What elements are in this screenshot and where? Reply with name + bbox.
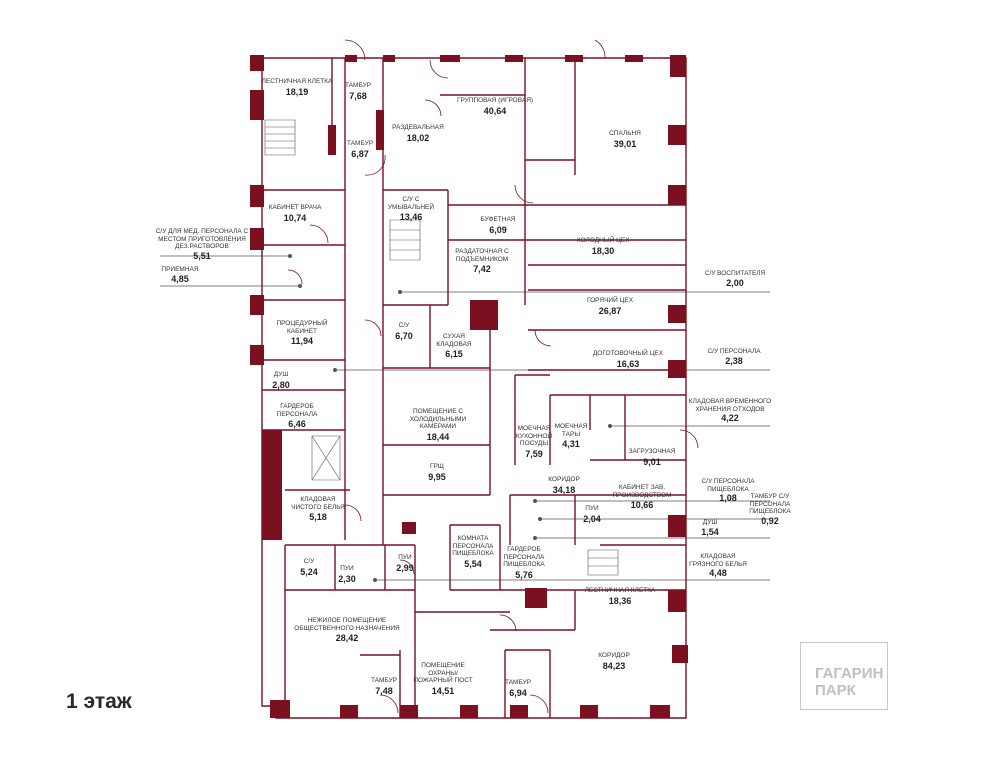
room-garderob1: Гардероб персонала6,46 — [276, 403, 318, 429]
room-goryach: Горячий цех26,87 — [586, 297, 634, 316]
side-su-pers: С/У персонала2,38 — [707, 348, 761, 366]
floor-label: 1 этаж — [66, 690, 132, 713]
side-su-pish: С/У персонала пищеблока1,08 — [701, 478, 755, 503]
room-tambur3: Тамбур7,48 — [370, 677, 398, 696]
side-tambur-su: Тамбур С/У персонала пищеблока0,92 — [749, 493, 791, 526]
side-priemnaya: Приемная4,85 — [161, 266, 199, 284]
room-proced: Процедурный кабинет11,94 — [276, 320, 328, 346]
room-garderob2: Гардероб персонала пищеблока5,76 — [503, 546, 545, 580]
room-kab-zav: Кабинет зав. производством10,66 — [612, 484, 672, 510]
room-spalnya: Спальня39,01 — [609, 130, 641, 149]
logo-line-1: ГАГАРИН — [815, 665, 884, 682]
room-moech-kuh: Моечная кухонной посуды7,59 — [515, 425, 553, 459]
room-kab-vrach: Кабинет врача10,74 — [268, 204, 322, 223]
room-zagruz: Загрузочная9,01 — [628, 448, 676, 467]
leader-lines — [160, 255, 770, 581]
room-koridor2: Коридор84,23 — [598, 652, 630, 671]
room-komnata: Комната персонала пищеблока5,54 — [452, 535, 494, 569]
room-nezhil: Нежилое помещение общественного назначен… — [294, 617, 400, 643]
room-suhaya: Сухая кладовая6,15 — [436, 333, 472, 359]
room-tambur4: Тамбур6,94 — [504, 679, 532, 698]
thick-walls — [250, 55, 688, 718]
side-su-vosp: С/У воспитателя2,00 — [704, 270, 766, 288]
side-kladov-gryaz: Кладовая грязного белья4,48 — [689, 553, 747, 578]
thin-walls — [252, 57, 687, 719]
room-stair2: Лестничная клетка18,36 — [584, 587, 656, 606]
room-holod-kam: Помещение с холодильными камерами18,44 — [409, 408, 467, 442]
side-kladov-otx: Кладовая временного хранения отходов4,22 — [688, 398, 772, 423]
brand-logo: ГАГАРИН ПАРК — [800, 642, 888, 710]
room-bufet: Буфетная6,09 — [480, 216, 516, 235]
logo-line-2: ПАРК — [815, 682, 856, 699]
room-holod: Холодный цех18,30 — [576, 237, 630, 256]
door-arcs — [287, 39, 699, 714]
room-razdat: Раздаточная с подъемником7,42 — [455, 248, 509, 274]
side-su-med: С/У для мед. персонала с местом приготов… — [155, 228, 249, 261]
room-razdev: Раздевальная18,02 — [392, 124, 444, 143]
room-kladov-bel: Кладовая чистого белья5,18 — [291, 496, 345, 522]
room-stair1: Лестничная клетка18,19 — [261, 78, 333, 97]
side-dush2: Душ1,54 — [701, 519, 719, 537]
room-moech-tary: Моечная тары4,31 — [554, 423, 588, 449]
room-dush1: Душ2,80 — [272, 371, 290, 390]
room-tambur1: Тамбур7,68 — [344, 82, 372, 101]
room-koridor1: Коридор34,18 — [548, 476, 580, 495]
room-dogotov: Доготовочный цех16,63 — [592, 350, 664, 369]
room-tambur2: Тамбур6,87 — [346, 140, 374, 159]
room-ohrana: Помещение охраны/ пожарный пост14,51 — [413, 662, 473, 696]
leader-dots — [288, 254, 612, 582]
room-su-umyv: С/У с умывальней13,46 — [387, 196, 435, 222]
stairs — [264, 119, 619, 576]
room-group: Групповая (игровая)40,64 — [456, 97, 534, 116]
